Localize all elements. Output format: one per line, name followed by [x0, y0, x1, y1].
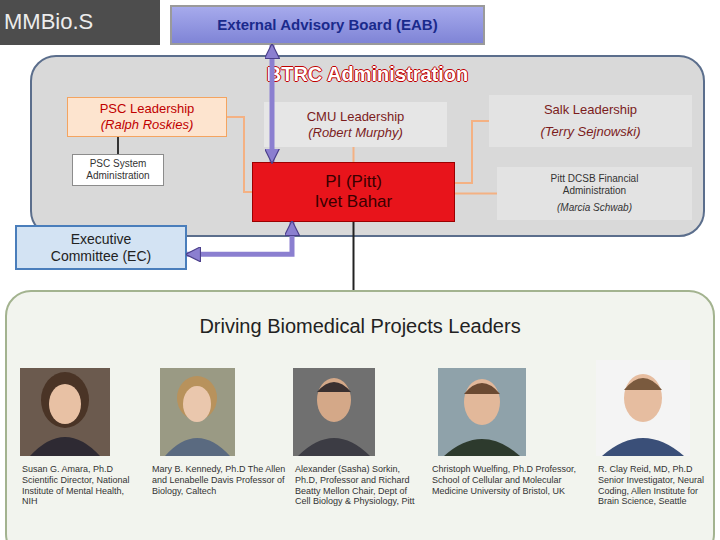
node-text: Christoph Wuelfing, Ph.D Professor, Scho…: [432, 464, 584, 496]
node-heading: PSC System Administration: [73, 158, 163, 182]
leadership-box: CMU Leadership(Robert Murphy): [264, 102, 447, 147]
node-heading: MMBio.S: [4, 9, 93, 35]
node-heading: External Advisory Board (EAB): [217, 16, 437, 34]
node-heading: BTRC Administration: [32, 62, 703, 86]
node-heading: Salk Leadership: [544, 102, 637, 118]
node-heading: PI (Pitt): [325, 172, 382, 192]
admin-region: BTRC AdministrationPSC Leadership(Ralph …: [30, 55, 705, 237]
administration-box: PSC System Administration: [72, 154, 164, 186]
node-heading: Driving Biomedical Projects Leaders: [7, 314, 713, 338]
advisory-board-box: External Advisory Board (EAB): [170, 5, 485, 45]
leadership-box: PSC Leadership(Ralph Roskies): [67, 97, 227, 137]
node-text: (Marcia Schwab): [557, 202, 632, 214]
node-heading: Pitt DCSB Financial Administration: [530, 173, 660, 197]
project-badge: MMBio.S: [0, 0, 160, 45]
node-heading: PSC Leadership: [100, 101, 195, 117]
node-text: (Robert Murphy): [308, 125, 403, 141]
node-text: Ivet Bahar: [315, 192, 393, 212]
node-text: R. Clay Reid, MD, Ph.D Senior Investigat…: [598, 464, 712, 507]
committee-box: Executive Committee (EC): [15, 225, 187, 270]
projects-region: Driving Biomedical Projects LeadersSusan…: [5, 290, 715, 540]
node-text: (Terry Sejnowski): [541, 124, 641, 140]
node-text: Alexander (Sasha) Sorkin, Ph.D, Professo…: [295, 464, 425, 507]
administration-box: Pitt DCSB Financial Administration (Marci…: [497, 167, 692, 220]
node-text: Susan G. Amara, Ph.D Scientific Director…: [22, 464, 142, 507]
node-heading: Executive Committee (EC): [36, 231, 166, 265]
node-text: (Ralph Roskies): [101, 117, 193, 133]
leadership-box: Salk Leadership (Terry Sejnowski): [489, 95, 692, 147]
node-text: Mary B. Kennedy, Ph.D The Allen and Lena…: [152, 464, 287, 496]
principal-investigator-box: PI (Pitt)Ivet Bahar: [252, 162, 455, 222]
node-heading: CMU Leadership: [307, 109, 405, 125]
